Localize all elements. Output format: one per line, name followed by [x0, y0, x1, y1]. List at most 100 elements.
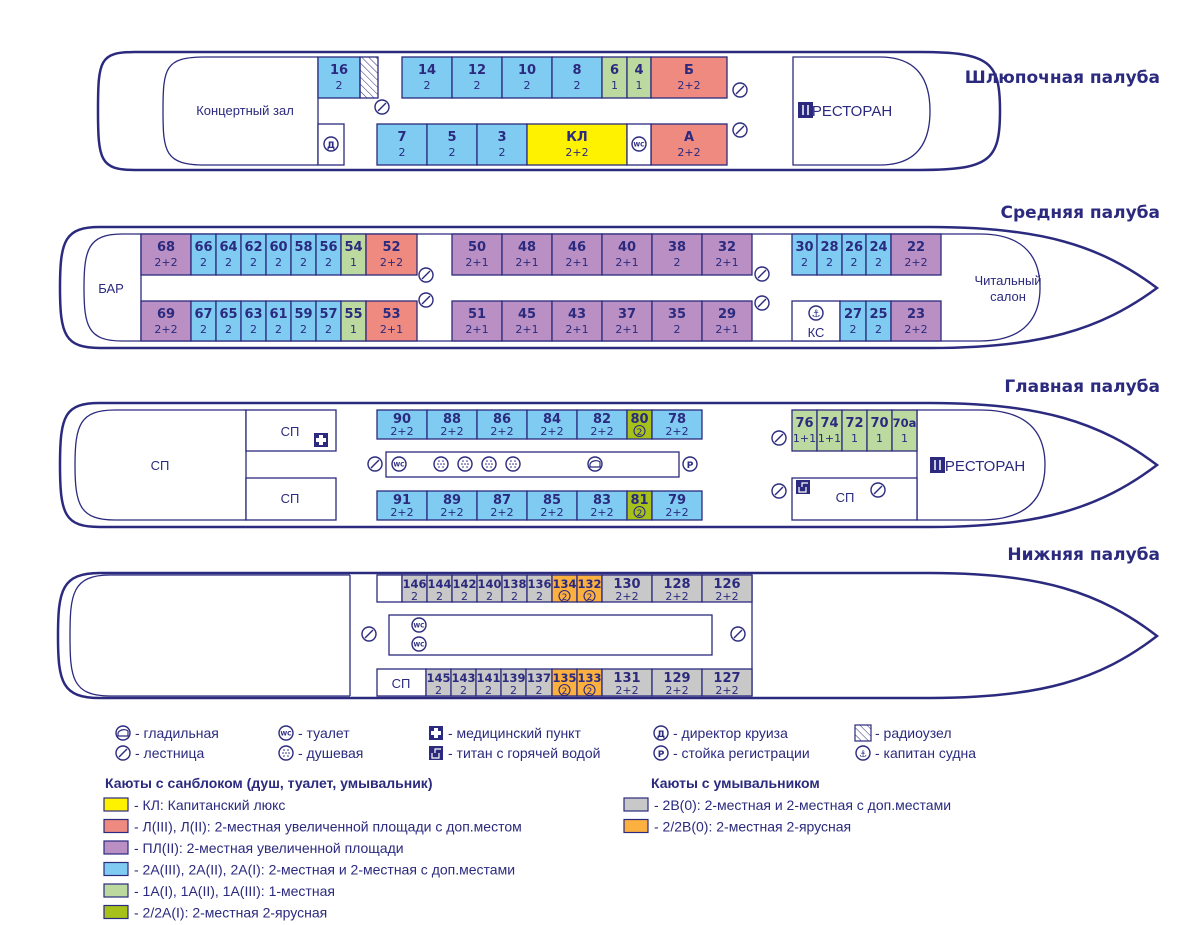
cabin-box[interactable]	[451, 574, 478, 603]
cabin-box[interactable]	[701, 300, 753, 342]
cabin-52[interactable]: 522+2	[365, 233, 418, 276]
cabin-35[interactable]: 352	[651, 300, 703, 342]
cabin-box[interactable]	[501, 233, 553, 276]
cabin-8[interactable]: 82	[551, 56, 603, 99]
cabin-box[interactable]	[426, 490, 478, 521]
cabin-61[interactable]: 612	[265, 300, 292, 342]
cabin-46[interactable]: 462+1	[551, 233, 603, 276]
cabin-box[interactable]	[501, 574, 528, 603]
cabin-7[interactable]: 72	[376, 123, 428, 166]
cabin-box[interactable]	[450, 668, 477, 697]
cabin-box[interactable]	[451, 56, 503, 99]
cabin-box[interactable]	[526, 123, 628, 166]
cabin-54[interactable]: 541	[340, 233, 367, 276]
cabin-box[interactable]	[290, 300, 317, 342]
cabin-91[interactable]: 912+2	[376, 490, 428, 521]
cabin-box[interactable]	[365, 300, 418, 342]
cabin-22[interactable]: 222+2	[890, 233, 942, 276]
stairs-icon[interactable]	[361, 626, 377, 642]
cabin-6[interactable]: 61	[601, 56, 628, 99]
cabin-box[interactable]	[651, 233, 703, 276]
cabin-box[interactable]	[791, 409, 818, 452]
cabin-box[interactable]	[526, 409, 578, 440]
cabin-59[interactable]: 592	[290, 300, 317, 342]
cabin-box[interactable]	[650, 56, 728, 99]
cabin-box[interactable]	[865, 300, 892, 342]
cabin-box[interactable]	[701, 668, 753, 697]
cabin-88[interactable]: 882+2	[426, 409, 478, 440]
cabin-63[interactable]: 632	[240, 300, 267, 342]
cabin-70[interactable]: 701	[866, 409, 893, 452]
cabin-box[interactable]	[140, 233, 192, 276]
cabin-12[interactable]: 122	[451, 56, 503, 99]
cabin-28[interactable]: 282	[816, 233, 843, 276]
cabin-10[interactable]: 102	[501, 56, 553, 99]
cabin-25[interactable]: 252	[865, 300, 892, 342]
cabin-box[interactable]	[601, 300, 653, 342]
stairs-icon[interactable]	[732, 122, 748, 138]
cabin-box[interactable]	[841, 409, 868, 452]
stairs-icon[interactable]	[418, 292, 434, 308]
cabin-74[interactable]: 741+1	[816, 409, 843, 452]
cabin-83[interactable]: 832+2	[576, 490, 628, 521]
stairs-icon[interactable]	[754, 295, 770, 311]
cabin-51[interactable]: 512+1	[451, 300, 503, 342]
cabin-box[interactable]	[839, 300, 867, 342]
cabin-box[interactable]	[551, 300, 603, 342]
cabin-50[interactable]: 502+1	[451, 233, 503, 276]
room-restaurant[interactable]: РЕСТОРАН	[930, 457, 1025, 475]
cabin-box[interactable]	[650, 123, 728, 166]
cabin-box[interactable]	[215, 233, 242, 276]
cabin-box[interactable]	[265, 300, 292, 342]
cabin-67[interactable]: 672	[190, 300, 217, 342]
stairs-icon[interactable]	[754, 266, 770, 282]
cabin-26[interactable]: 262	[841, 233, 867, 276]
cabin-32[interactable]: 322+1	[701, 233, 753, 276]
stairs-icon[interactable]	[732, 82, 748, 98]
cabin-37[interactable]: 372+1	[601, 300, 653, 342]
cabin-box[interactable]	[526, 490, 578, 521]
cabin-90[interactable]: 902+2	[376, 409, 428, 440]
cabin-38[interactable]: 382	[651, 233, 703, 276]
cabin-57[interactable]: 572	[315, 300, 342, 342]
cabin-56[interactable]: 562	[315, 233, 342, 276]
cabin-27[interactable]: 272	[839, 300, 867, 342]
cabin-24[interactable]: 242	[865, 233, 892, 276]
cabin-box[interactable]	[265, 233, 292, 276]
cabin-box[interactable]	[866, 409, 893, 452]
cabin-16[interactable]: 162	[317, 56, 361, 99]
cabin-76[interactable]: 761+1	[791, 409, 818, 452]
stairs-icon[interactable]	[367, 456, 383, 472]
cabin-box[interactable]	[651, 574, 703, 603]
cabin-box[interactable]	[601, 56, 628, 99]
cabin-62[interactable]: 622	[240, 233, 267, 276]
cabin-45[interactable]: 452+1	[501, 300, 553, 342]
cabin-3[interactable]: 32	[476, 123, 528, 166]
cabin-box[interactable]	[190, 300, 217, 342]
cabin-box[interactable]	[701, 574, 753, 603]
cabin-box[interactable]	[890, 300, 942, 342]
cabin-box[interactable]	[376, 490, 428, 521]
cabin-box[interactable]	[376, 409, 428, 440]
cabin-box[interactable]	[240, 300, 267, 342]
stairs-icon[interactable]	[771, 483, 787, 499]
cabin-box[interactable]	[791, 233, 818, 276]
cabin-box[interactable]	[626, 409, 653, 440]
cabin-box[interactable]	[841, 233, 867, 276]
